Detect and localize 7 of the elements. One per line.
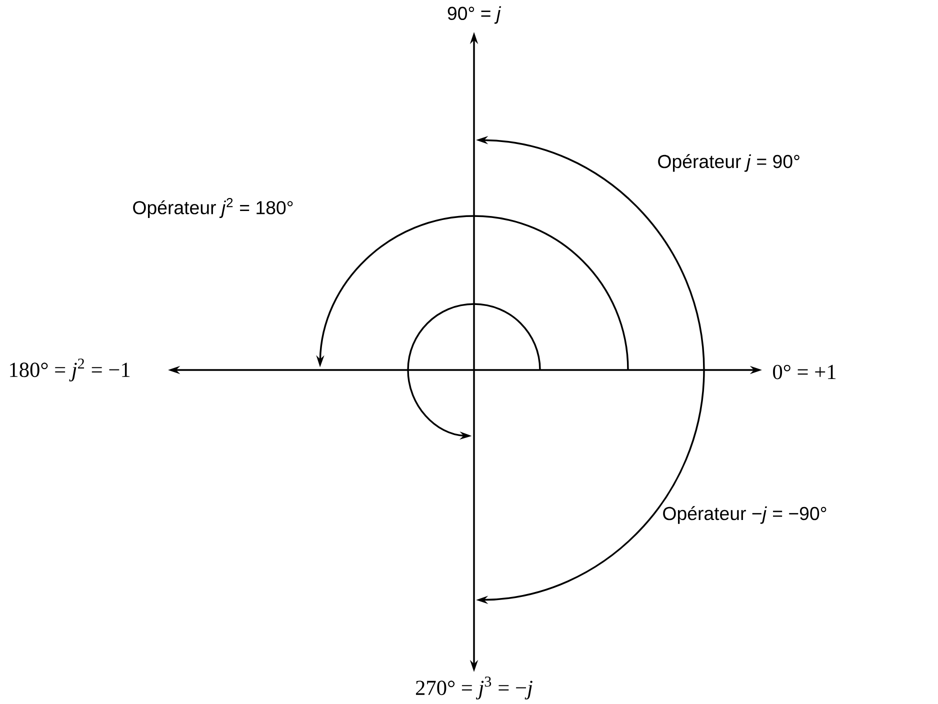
axis-label: Opérateur j$^{2}$ = 180° <box>133 198 293 218</box>
axis-label: Opérateur −j = −90° <box>663 506 826 524</box>
axis-label: 0° = +1 <box>773 364 836 380</box>
axis-label: Opérateur j = 90° <box>658 154 800 172</box>
axis-label: 90° = j <box>448 6 502 24</box>
axis-label: 270° = j$^{3}$ = −j <box>416 676 532 700</box>
axis-label: 180° = j$^{2}$ = −1 <box>10 358 130 382</box>
